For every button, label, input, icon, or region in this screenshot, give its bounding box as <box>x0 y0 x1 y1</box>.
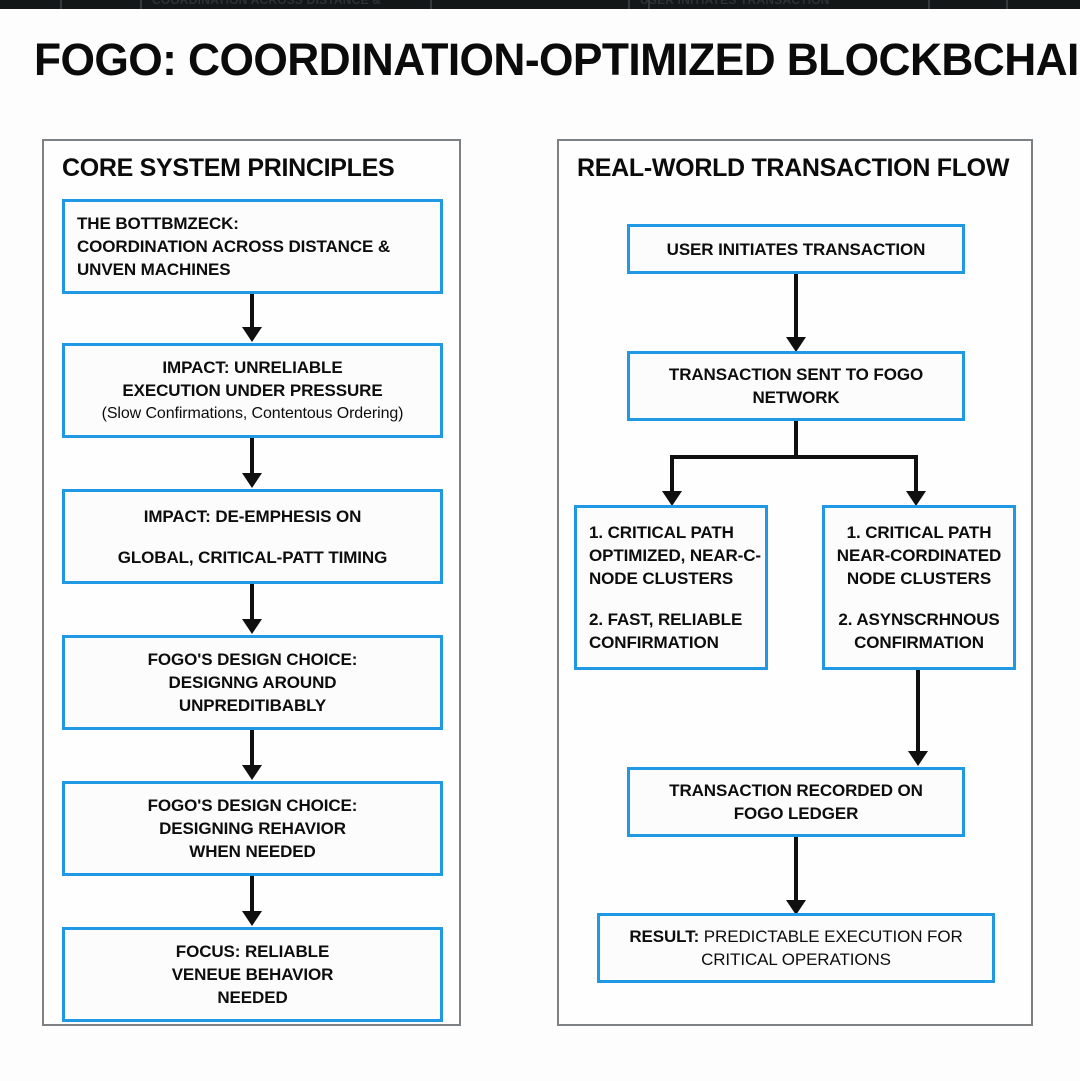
flow-box-branch-right-line-2: NEAR-CORDINATED <box>836 546 1002 565</box>
page-title: FOGO: COORDINATION-OPTIMIZED BLOCKBCHAIN <box>34 34 1080 85</box>
left-box-impact-unreliable[interactable]: IMPACT: UNRELIABLE EXECUTION UNDER PRESS… <box>62 343 443 438</box>
flow-box-branch-left-line-2: OPTIMIZED, NEAR-C- <box>589 546 761 565</box>
left-box-design-choice-behavior-line-3: WHEN NEEDED <box>189 842 316 861</box>
flow-box-branch-right-line-3: NODE CLUSTERS <box>846 569 992 588</box>
top-cropped-strip: COORDINATION ACROSS DISTANCE & USER INIT… <box>0 0 1080 9</box>
panel-core-system-principles: CORE SYSTEM PRINCIPLES THE BOTTBMZECK: C… <box>42 139 461 1026</box>
left-box-design-choice-unpredictability-line-1: FOGO'S DESIGN CHOICE: <box>147 650 358 669</box>
flow-branch-bar <box>670 455 918 459</box>
flow-arrowhead-ledger <box>908 751 928 766</box>
flow-box-ledger[interactable]: TRANSACTION RECORDED ON FOGO LEDGER <box>627 767 965 837</box>
flow-arrowhead-network <box>786 337 806 352</box>
left-box-impact-unreliable-line-2: EXECUTION UNDER PRESSURE <box>122 381 383 400</box>
flow-box-branch-right-line-1: 1. CRITICAL PATH <box>846 523 992 542</box>
flow-box-result-rest: PREDICTABLE EXECUTION FOR <box>699 927 963 946</box>
left-box-impact-deemphasis-line-1: IMPACT: DE-EMPHESIS ON <box>143 506 362 526</box>
flow-box-transaction-sent[interactable]: TRANSACTION SENT TO FOGO NETWORK <box>627 351 965 421</box>
flow-box-result[interactable]: RESULT: PREDICTABLE EXECUTION FOR CRITIC… <box>597 913 995 983</box>
flow-branch-stem <box>794 421 798 457</box>
flow-box-ledger-line-1: TRANSACTION RECORDED ON <box>669 781 923 800</box>
left-panel-title: CORE SYSTEM PRINCIPLES <box>62 154 395 182</box>
left-arrowhead-1 <box>242 327 262 342</box>
left-box-problem-line-2: COORDINATION ACROSS DISTANCE & <box>77 237 391 256</box>
flow-box-user-initiates[interactable]: USER INITIATES TRANSACTION <box>627 224 965 274</box>
flow-arrowhead-branch-left <box>662 491 682 506</box>
flow-box-branch-left-line-3: NODE CLUSTERS <box>589 569 734 588</box>
flow-box-branch-left-line-4: 2. FAST, RELIABLE <box>589 610 743 629</box>
flow-connector-branch-to-ledger <box>916 670 920 756</box>
flow-connector-start-to-network <box>794 274 798 342</box>
left-box-impact-unreliable-subtext: (Slow Confirmations, Contentous Ordering… <box>101 405 404 422</box>
flow-box-ledger-line-2: FOGO LEDGER <box>733 804 859 823</box>
left-box-design-choice-unpredictability[interactable]: FOGO'S DESIGN CHOICE: DESIGNNG AROUND UN… <box>62 635 443 730</box>
left-box-problem-line-3: UNVEN MACHINES <box>77 260 231 279</box>
left-arrowhead-5 <box>242 911 262 926</box>
flow-box-transaction-sent-line-2: NETWORK <box>752 388 840 407</box>
left-box-impact-unreliable-line-1: IMPACT: UNRELIABLE <box>162 358 343 377</box>
flow-box-branch-left-line-1: 1. CRITICAL PATH <box>589 523 734 542</box>
flow-box-branch-right-line-4: 2. ASYNSCRHNOUS <box>838 610 1000 629</box>
left-arrowhead-4 <box>242 765 262 780</box>
flow-branch-left-drop <box>670 455 674 496</box>
left-box-focus-reliable-line-3: NEEDED <box>217 988 288 1007</box>
flow-connector-ledger-to-result <box>794 837 798 905</box>
right-panel-title: REAL-WORLD TRANSACTION FLOW <box>577 154 1010 182</box>
flow-box-branch-right[interactable]: 1. CRITICAL PATH NEAR-CORDINATED NODE CL… <box>822 505 1016 670</box>
flow-box-result-label: RESULT: <box>629 927 700 946</box>
left-box-design-choice-behavior-line-1: FOGO'S DESIGN CHOICE: <box>147 796 358 815</box>
flow-arrowhead-branch-right <box>906 491 926 506</box>
top-strip-fragment-right: USER INITIATES TRANSACTION <box>640 0 830 7</box>
panel-real-world-transaction-flow: REAL-WORLD TRANSACTION FLOW USER INITIAT… <box>557 139 1033 1026</box>
flow-box-branch-right-line-5: CONFIRMATION <box>854 633 984 652</box>
top-strip-fragment-left: COORDINATION ACROSS DISTANCE & <box>152 0 382 7</box>
left-box-design-choice-unpredictability-line-3: UNPREDITIBABLY <box>178 696 327 715</box>
left-connector-2 <box>250 438 254 478</box>
flow-box-transaction-sent-line-1: TRANSACTION SENT TO FOGO <box>668 365 924 384</box>
left-connector-3 <box>250 584 254 624</box>
left-connector-1 <box>250 294 254 332</box>
left-box-focus-reliable-line-1: FOCUS: RELIABLE <box>175 942 330 961</box>
left-box-design-choice-behavior[interactable]: FOGO'S DESIGN CHOICE: DESIGNING REHAVIOR… <box>62 781 443 876</box>
flow-box-result-line-2: CRITICAL OPERATIONS <box>701 950 891 969</box>
left-box-design-choice-behavior-line-2: DESIGNING REHAVIOR <box>159 819 346 838</box>
left-arrowhead-2 <box>242 473 262 488</box>
flow-box-branch-left-line-5: CONFIRMATION <box>589 633 719 652</box>
left-box-focus-reliable[interactable]: FOCUS: RELIABLE VENEUE BEHAVIOR NEEDED <box>62 927 443 1022</box>
flow-arrowhead-result <box>786 900 806 915</box>
left-box-problem[interactable]: THE BOTTBMZECK: COORDINATION ACROSS DIST… <box>62 199 443 294</box>
flow-box-result-line-1: RESULT: PREDICTABLE EXECUTION FOR <box>600 925 992 948</box>
left-box-impact-deemphasis[interactable]: IMPACT: DE-EMPHESIS ON GLOBAL, CRITICAL-… <box>62 489 443 584</box>
left-connector-4 <box>250 730 254 770</box>
left-box-impact-deemphasis-line-2: GLOBAL, CRITICAL-PATT TIMING <box>117 547 388 567</box>
left-connector-5 <box>250 876 254 916</box>
left-arrowhead-3 <box>242 619 262 634</box>
left-box-problem-line-1: THE BOTTBMZECK: <box>77 214 239 233</box>
flow-box-user-initiates-line-1: USER INITIATES TRANSACTION <box>666 239 926 259</box>
left-box-design-choice-unpredictability-line-2: DESIGNNG AROUND <box>168 673 337 692</box>
flow-box-branch-left[interactable]: 1. CRITICAL PATH OPTIMIZED, NEAR-C- NODE… <box>574 505 768 670</box>
left-box-focus-reliable-line-2: VENEUE BEHAVIOR <box>171 965 334 984</box>
flow-branch-right-drop <box>914 455 918 496</box>
